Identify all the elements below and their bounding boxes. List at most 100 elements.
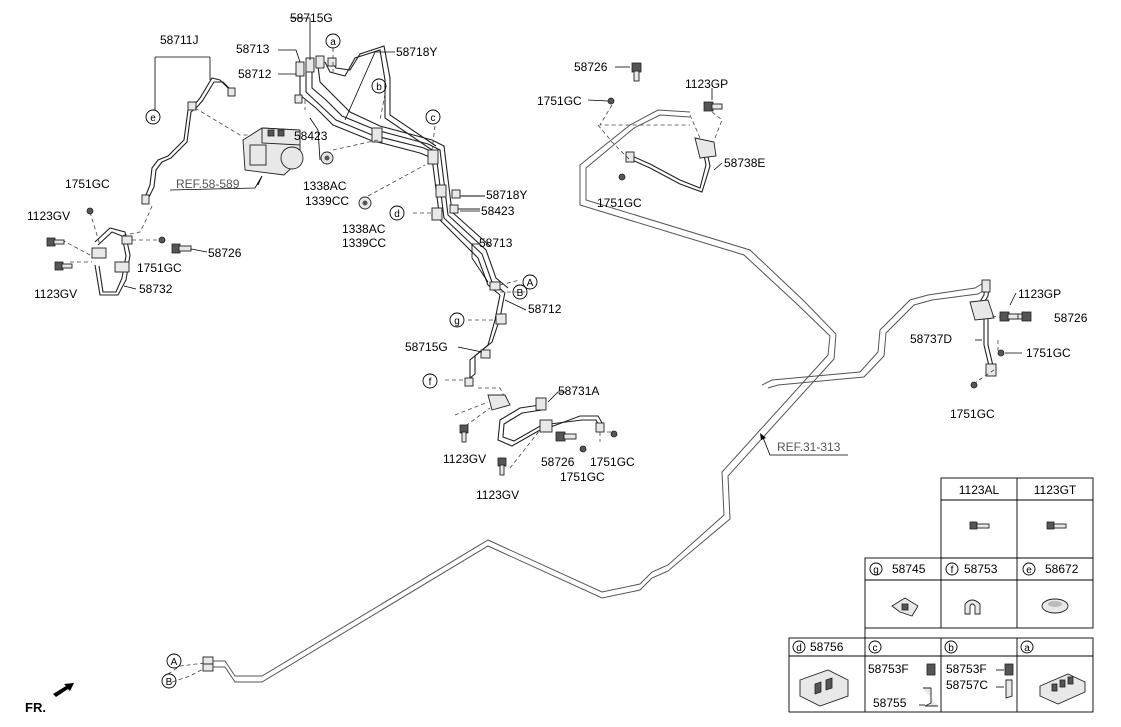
svg-text:b: b (948, 643, 954, 654)
label-58726: 58726 (541, 455, 575, 469)
svg-text:f: f (951, 565, 954, 576)
label-58737D: 58737D (910, 332, 952, 346)
rear-brake-line (167, 109, 989, 683)
label-58718Y: 58718Y (396, 45, 437, 59)
rear-right-hose-assembly (969, 279, 1032, 389)
label-1751GC: 1751GC (137, 261, 182, 275)
legend-header-1123AL: 1123AL (959, 483, 1000, 497)
legend-part-58753F: 58753F (868, 662, 909, 676)
label-1751GC: 1751GC (590, 455, 635, 469)
nut-icon (320, 151, 334, 165)
label-1751GC: 1751GC (537, 94, 582, 108)
clip-icon (919, 663, 938, 707)
svg-text:A: A (527, 278, 534, 289)
label-1123GV: 1123GV (34, 287, 77, 301)
label-58731A: 58731A (558, 384, 599, 398)
center-rear-hose-assembly (454, 391, 618, 476)
svg-text:a: a (1024, 643, 1030, 654)
bolt-icon (171, 243, 192, 254)
pipe-clip-block-icon (799, 669, 849, 707)
label-58718Y: 58718Y (486, 188, 527, 202)
legend-part-58756: 58756 (810, 640, 844, 654)
marker-d: d (389, 205, 405, 221)
label-1751GC: 1751GC (950, 407, 995, 421)
marker-e: e (145, 109, 161, 125)
parts-legend-table: 1123AL 1123GT g 58745 f 58753 e 58672 (788, 477, 1094, 713)
marker-c: c (425, 109, 441, 125)
legend-part-58757C: 58757C (946, 678, 988, 692)
label-1751GC: 1751GC (1026, 346, 1071, 360)
legend-part-58753F: 58753F (946, 662, 987, 676)
front-left-hose-assembly (46, 56, 260, 296)
label-1123GP: 1123GP (685, 77, 728, 91)
label-1751GC: 1751GC (65, 177, 110, 191)
bolt-icon (459, 424, 469, 443)
label-58423: 58423 (481, 204, 515, 218)
label-1751GC: 1751GC (597, 196, 642, 210)
marker-B: B (512, 284, 528, 300)
legend-part-58672: 58672 (1045, 562, 1079, 576)
label-1123GV: 1123GV (443, 452, 486, 466)
label-1123GP: 1123GP (1018, 287, 1061, 301)
svg-text:d: d (796, 643, 802, 654)
label-58726: 58726 (208, 246, 242, 260)
grommet-icon (1041, 598, 1069, 614)
svg-text:e: e (1026, 565, 1032, 576)
bolt-icon (54, 261, 73, 271)
bolt-icon (999, 311, 1019, 322)
main-pipe-bundle (278, 17, 528, 399)
label-58726: 58726 (574, 60, 608, 74)
label-58712: 58712 (528, 302, 562, 316)
label-58713: 58713 (236, 42, 270, 56)
svg-text:c: c (431, 113, 436, 124)
ref-31-313-leader (760, 433, 848, 456)
label-1339CC: 1339CC (305, 194, 349, 208)
svg-text:A: A (171, 657, 178, 668)
bolt-icon (703, 101, 723, 112)
arrow-icon (53, 683, 74, 697)
fr-label: FR. (25, 700, 46, 715)
label-58712: 58712 (238, 67, 272, 81)
svg-text:g: g (454, 316, 460, 327)
label-1338AC: 1338AC (342, 222, 386, 236)
clip-icon (996, 663, 1014, 699)
label-58715G: 58715G (405, 340, 448, 354)
bolt-icon (46, 237, 65, 247)
bolt-icon (555, 431, 577, 442)
svg-text:e: e (150, 113, 156, 124)
label-58711J: 58711J (160, 33, 198, 47)
marker-a: a (325, 33, 341, 49)
marker-b: b (371, 78, 387, 94)
label-58713: 58713 (479, 236, 513, 250)
label-58423: 58423 (294, 129, 328, 143)
marker-f: f (422, 373, 438, 389)
label-1338AC: 1338AC (303, 179, 347, 193)
svg-text:b: b (376, 82, 382, 93)
front-direction-indicator: FR. (25, 683, 74, 715)
marker-B: B (161, 673, 177, 689)
svg-text:B: B (166, 677, 173, 688)
svg-text:a: a (330, 37, 336, 48)
marker-g: g (449, 312, 465, 328)
letter-markers: a b c d e f g A B A B (145, 33, 538, 689)
legend-part-58745: 58745 (892, 562, 926, 576)
label-58738E: 58738E (724, 156, 765, 170)
marker-A: A (522, 274, 538, 290)
label-1123GV: 1123GV (27, 209, 70, 223)
svg-text:B: B (517, 288, 524, 299)
clip-icon (964, 599, 981, 615)
svg-text:c: c (873, 643, 878, 654)
label-ref-31-313: REF.31-313 (777, 440, 841, 454)
label-ref-58-589: REF.58-589 (176, 177, 240, 191)
bolt-icon (631, 62, 642, 82)
legend-part-58755: 58755 (873, 696, 907, 710)
callout-labels: 58711J 58715G 58713 58712 58718Y 58423 R… (27, 11, 1088, 502)
rear-right-upper-hose (587, 62, 723, 193)
svg-text:g: g (873, 565, 879, 576)
label-1339CC: 1339CC (342, 236, 386, 250)
label-58715G: 58715G (290, 11, 333, 25)
label-1751GC: 1751GC (560, 470, 605, 484)
bolt-icon (497, 457, 507, 476)
abs-hydraulic-unit (169, 127, 304, 191)
